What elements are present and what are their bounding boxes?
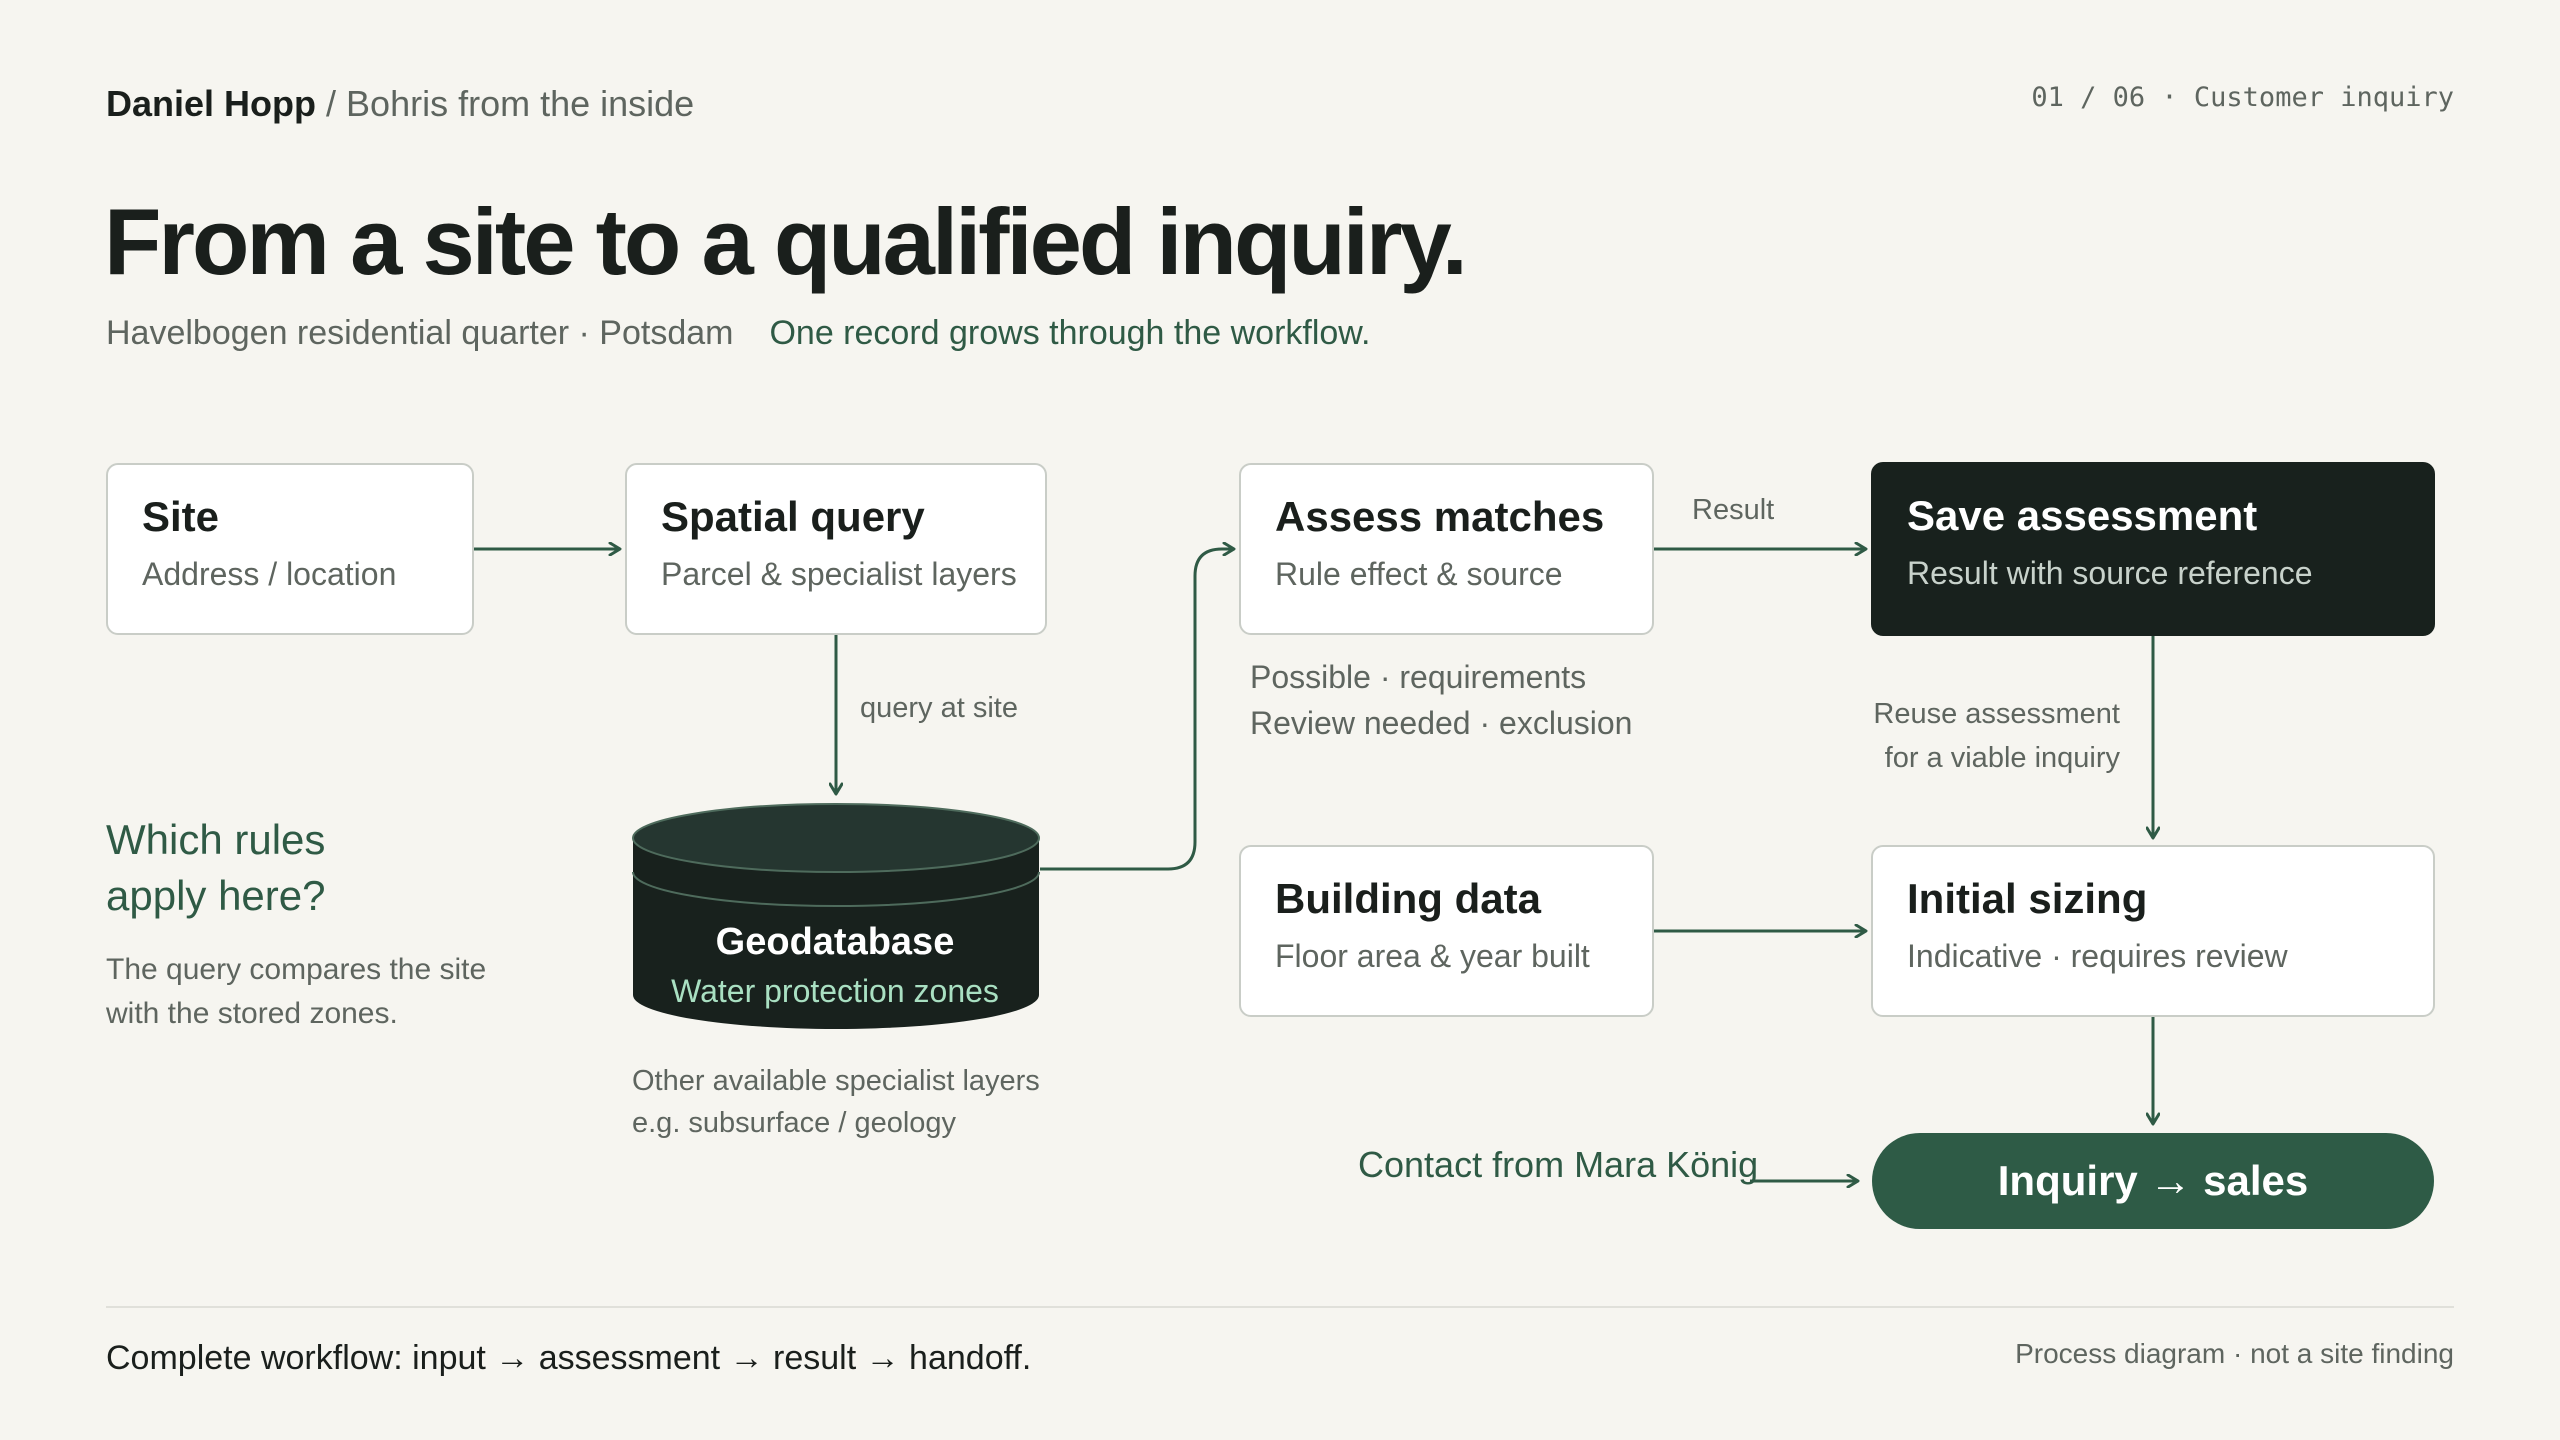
node-subtitle: Floor area & year built [1275,938,1590,974]
geodatabase-title: Geodatabase [715,921,955,963]
node-spatial-query: Spatial query Parcel & specialist layers [625,463,1047,635]
node-subtitle: Address / location [142,556,397,592]
node-building-data: Building data Floor area & year built [1239,845,1654,1017]
node-subtitle: Rule effect & source [1275,556,1563,592]
edge-geodatabase-to-assess [1040,549,1234,871]
footer-divider [106,1306,2454,1308]
side-description: The query compares the site with the sto… [106,948,486,1036]
edge-label-query-at-site: query at site [860,692,1018,724]
node-title: Initial sizing [1907,875,2148,922]
node-subtitle: Parcel & specialist layers [661,556,1017,592]
geodatabase-cylinder [632,803,1040,1029]
subtitle: Havelbogen residential quarter · Potsdam… [106,310,1370,356]
edge-label-result: Result [1692,494,1775,526]
node-assess-matches: Assess matches Rule effect & source [1239,463,1654,635]
contact-label: Contact from Mara König [1358,1144,1759,1185]
deck-title: Bohris from the inside [346,83,695,124]
node-subtitle: Indicative · requires review [1907,938,2288,974]
note-line: Review needed · exclusion [1250,705,1633,741]
breadcrumb-separator: / [316,83,347,124]
node-initial-sizing: Initial sizing Indicative · requires rev… [1871,845,2435,1017]
node-title: Building data [1275,875,1541,922]
note-line: Possible · requirements [1250,659,1587,695]
node-subtitle: Result with source reference [1907,555,2313,591]
footer-summary: Complete workflow: input → assessment → … [106,1339,1032,1377]
note-line: e.g. subsurface / geology [632,1107,957,1139]
side-question-line: apply here? [106,872,326,919]
subtitle-tagline: One record grows through the workflow. [769,314,1371,352]
side-description-line: The query compares the site [106,953,487,986]
breadcrumb: Daniel Hopp / Bohris from the inside [106,80,694,128]
slide-indicator: 01 / 06 · Customer inquiry [2031,82,2454,113]
note-reuse: Reuse assessment for a viable inquiry [1860,692,2120,780]
note-line: Other available specialist layers [632,1065,1040,1097]
node-title: Site [142,493,220,540]
side-question-line: Which rules [106,816,326,863]
footer-disclaimer: Process diagram · not a site finding [2015,1338,2454,1369]
side-question: Which rules apply here? [106,812,326,924]
note-line: Reuse assessment [1873,698,2120,730]
geodatabase-subtitle: Water protection zones [671,973,999,1009]
subtitle-location: Havelbogen residential quarter · Potsdam [106,314,734,352]
side-description-line: with the stored zones. [106,997,398,1030]
note-assess-outcomes: Possible · requirements Review needed · … [1250,654,1632,746]
node-site: Site Address / location [106,463,474,635]
page-title: From a site to a qualified inquiry. [104,189,1468,294]
note-other-layers: Other available specialist layers e.g. s… [632,1060,1040,1144]
node-title: Spatial query [661,493,925,540]
node-save-assessment: Save assessment Result with source refer… [1871,462,2435,636]
node-title: Save assessment [1907,492,2258,539]
note-line: for a viable inquiry [1884,742,2120,774]
author-name: Daniel Hopp [106,83,317,124]
node-title: Assess matches [1275,493,1605,540]
handoff-pill: Inquiry → sales [1872,1133,2434,1229]
